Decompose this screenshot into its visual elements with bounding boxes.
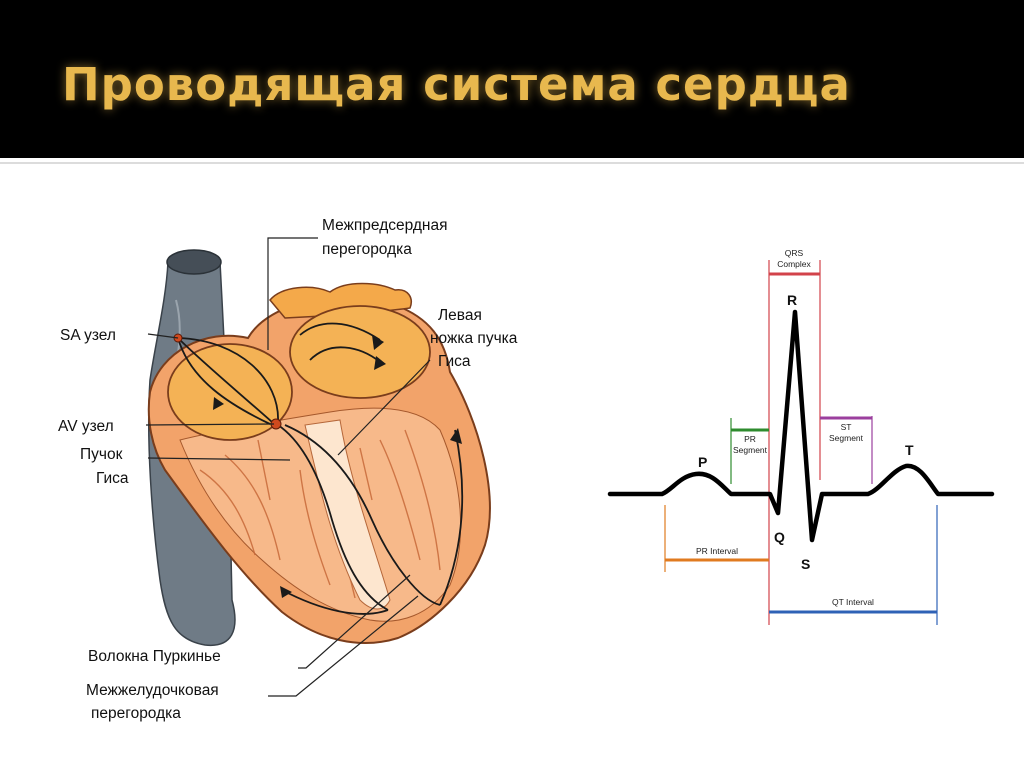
label-his-line1: Пучок — [80, 446, 123, 463]
label-sa-node: SA узел — [60, 327, 116, 344]
conduction-pathway — [177, 322, 464, 615]
wave-p: P — [698, 454, 707, 470]
wave-t: T — [905, 442, 914, 458]
title-divider — [0, 162, 1024, 164]
label-interatrial-line2: перегородка — [322, 241, 412, 258]
ecg-trace — [607, 309, 995, 543]
label-interventricular-line1: Межжелудочковая — [86, 682, 219, 699]
leader-av — [145, 423, 275, 426]
st-segment-label-line1: ST — [841, 422, 852, 432]
label-interatrial-line1: Межпредсердная — [322, 217, 448, 234]
right-atrium — [167, 343, 293, 441]
left-atrium — [289, 305, 431, 399]
leader-purkinje — [298, 574, 411, 669]
ecg-diagram: P Q R S T QRS Complex PR Segment ST Segm… — [607, 248, 995, 625]
leader-left-branch — [337, 359, 431, 456]
label-his-line2: Гиса — [96, 470, 129, 487]
wave-q: Q — [774, 529, 785, 545]
leader-sa — [147, 333, 179, 339]
pr-segment-label-line2: Segment — [733, 445, 768, 455]
heart-illustration: Межпредсердная перегородка SA узел AV уз… — [58, 217, 518, 722]
wave-s: S — [801, 556, 810, 572]
leader-interventricular — [268, 595, 419, 697]
vena-cava-opening — [166, 249, 222, 275]
wave-r: R — [787, 292, 797, 308]
pr-interval-label: PR Interval — [696, 546, 738, 556]
slide-title: Проводящая система сердца — [62, 58, 851, 111]
label-left-branch-line1: Левая — [438, 307, 482, 324]
qt-interval-label: QT Interval — [832, 597, 874, 607]
qrs-label-line2: Complex — [777, 259, 811, 269]
label-interventricular-line2: перегородка — [91, 705, 181, 722]
qrs-label-line1: QRS — [785, 248, 804, 258]
label-left-branch-line3: Гиса — [438, 353, 471, 370]
pr-segment-label-line1: PR — [744, 434, 756, 444]
title-bar: Проводящая система сердца — [0, 0, 1024, 158]
st-segment-label-line2: Segment — [829, 433, 864, 443]
leader-his — [147, 457, 291, 461]
leader-interatrial — [267, 237, 318, 350]
ventricles — [179, 407, 462, 622]
label-purkinje: Волокна Пуркинье — [88, 648, 221, 665]
label-left-branch-line2: ножка пучка — [430, 330, 518, 347]
label-av-node: AV узел — [58, 418, 114, 435]
